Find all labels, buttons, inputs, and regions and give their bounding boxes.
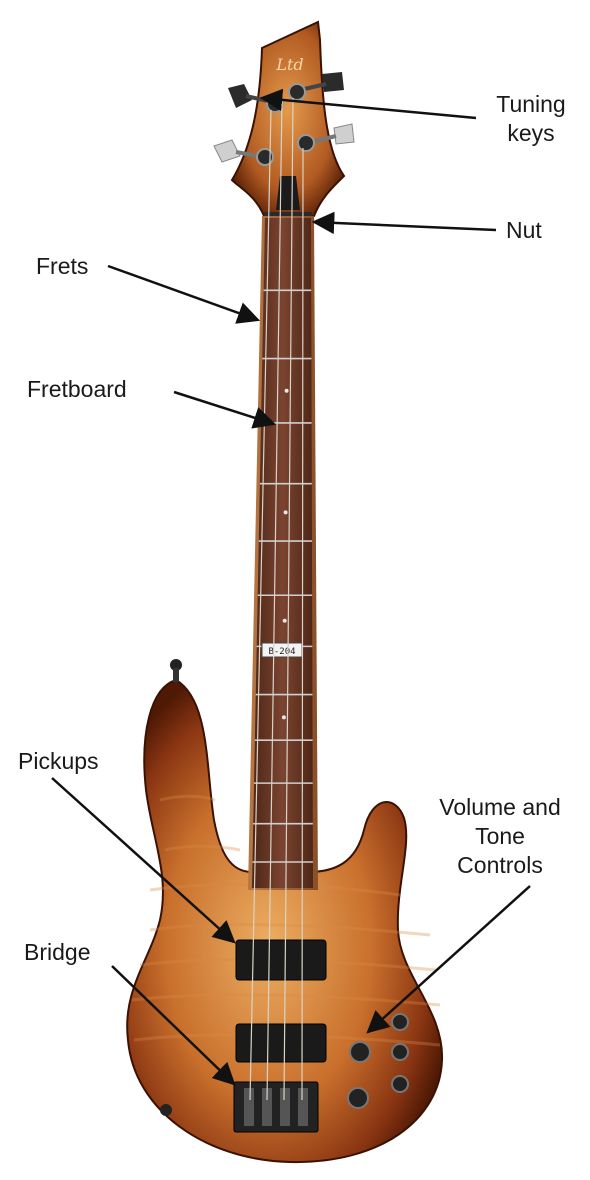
- label-fretboard: Fretboard: [27, 375, 127, 404]
- fret-dot: [285, 389, 289, 393]
- bridge: [234, 1082, 318, 1132]
- label-volume-tone-controls: Volume and Tone Controls: [415, 793, 585, 880]
- brand-logo: Ltd: [275, 55, 303, 74]
- label-bridge: Bridge: [24, 938, 90, 967]
- arrow-nut: [314, 222, 496, 230]
- fret-inlay-text: B-204: [268, 647, 295, 657]
- arrow-frets: [108, 266, 258, 320]
- bridge-pickup: [236, 1024, 326, 1062]
- label-frets: Frets: [36, 252, 88, 281]
- neck-pickup: [236, 940, 326, 980]
- label-tuning-keys: Tuning keys: [476, 90, 586, 148]
- fret-dot: [284, 510, 288, 514]
- fret-dot: [283, 619, 287, 623]
- fret-dot: [282, 715, 286, 719]
- label-nut: Nut: [506, 216, 542, 245]
- label-pickups: Pickups: [18, 747, 99, 776]
